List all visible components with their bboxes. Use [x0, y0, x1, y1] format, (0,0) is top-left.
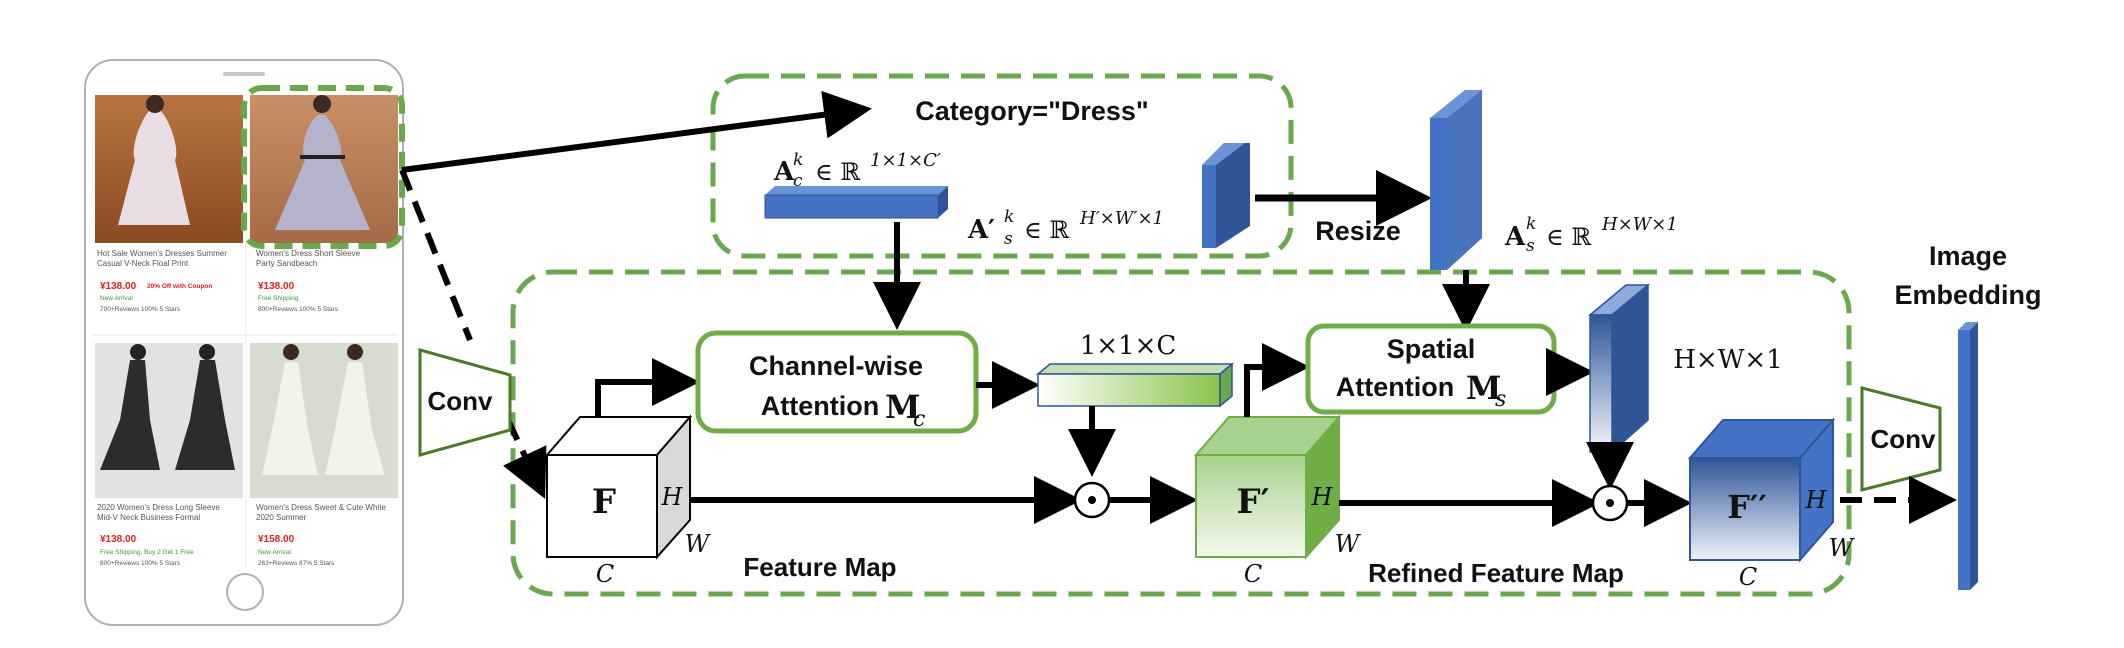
product-title-1b: Casual V-Neck Floal Print — [97, 259, 189, 268]
channel-attention-line2: Attention — [761, 391, 879, 421]
image-embedding-line2: Embedding — [1895, 280, 2042, 310]
as-prime-sup: k — [1004, 207, 1014, 227]
product-price-1: ¥138.00 — [100, 281, 137, 292]
product-stats-3: 800+Reviews 100% 5 Stars — [100, 560, 181, 567]
product-image-1[interactable] — [95, 95, 243, 243]
as-prime-space: ∈ ℝ — [1024, 216, 1070, 244]
product-promo-1: 20% Off with Coupon — [147, 283, 212, 290]
product-title-2a: Women's Dress Short Sleeve — [256, 249, 361, 258]
product-image-4[interactable] — [250, 343, 398, 498]
product-title-4a: Women's Dress Sweet & Cute White — [256, 503, 386, 512]
product-title-3a: 2020 Women's Dress Long Sleeve — [97, 503, 220, 512]
product-tag-2: Free Shipping — [258, 295, 299, 302]
as-symbol: A — [1504, 222, 1526, 252]
cube-F-w: W — [685, 530, 712, 558]
product-title-4b: 2020 Summer — [256, 513, 307, 522]
cube-Fdprime-c: C — [1739, 563, 1757, 591]
feature-cube-F-double-prime — [1687, 417, 1836, 563]
resize-label: Resize — [1315, 216, 1401, 246]
as-prime-symbol: A′ — [967, 215, 995, 245]
channel-attention-vector — [764, 186, 948, 219]
conv-block-left — [418, 348, 512, 457]
category-label: Category="Dress" — [915, 96, 1148, 126]
product-stats-4: 263+Reviews 87% 5 Stars — [258, 560, 335, 567]
product-tag-4: New Arrival — [258, 549, 291, 556]
feature-cube-F-prime — [1193, 414, 1342, 560]
ac-space: ∈ ℝ — [815, 158, 861, 186]
cube-F-h: H — [661, 483, 684, 511]
product-title-3b: Mid-V Neck Business Formal — [97, 513, 200, 522]
spatial-attention-small — [1202, 143, 1250, 248]
cube-Fdprime-h: H — [1805, 486, 1828, 514]
cube-Fprime-c: C — [1244, 560, 1262, 588]
product-image-3[interactable] — [95, 343, 243, 498]
cube-Fdprime-label: F′′ — [1727, 488, 1767, 526]
image-embedding-line1: Image — [1929, 241, 2007, 271]
conv-right-label: Conv — [1871, 424, 1937, 454]
as-space: ∈ ℝ — [1546, 223, 1592, 251]
product-title-2b: Party Sandbeach — [256, 259, 317, 268]
as-sup: k — [1526, 214, 1536, 234]
cube-Fprime-label: F′ — [1236, 482, 1269, 522]
product-tag-3: Free Shipping, Buy 2 Get 1 Free — [100, 549, 194, 556]
spatial-attention-sub: s — [1495, 387, 1506, 412]
channel-weights-bar — [1035, 362, 1235, 408]
arrow-F-to-channel-attention — [595, 358, 700, 417]
dashed-arrow-to-F — [502, 418, 547, 499]
product-stats-2: 800+Reviews 100% 5 Stars — [258, 306, 339, 313]
cube-Fprime-h: H — [1311, 483, 1334, 511]
spatial-attention-line2: Attention — [1336, 372, 1454, 402]
as-prime-sub: s — [1004, 229, 1013, 249]
arrow-Fprime-to-spatial — [1244, 343, 1310, 417]
spatial-weights-slab — [1587, 283, 1651, 454]
dim-channel-label: 1×1×C — [1080, 331, 1177, 361]
conv-left-label: Conv — [428, 386, 494, 416]
ac-symbol: A — [773, 157, 795, 187]
arrow-to-category — [401, 90, 872, 173]
ac-dims: 1×1×C′ — [870, 150, 941, 171]
product-title-1a: Hot Sale Women's Dresses Summer — [97, 249, 227, 258]
ac-sub: c — [793, 171, 803, 191]
product-tag-1: New Arrival — [100, 295, 133, 302]
product-price-4: ¥158.00 — [258, 534, 295, 545]
product-price-2: ¥138.00 — [258, 281, 295, 292]
category-attention-region — [710, 73, 1294, 259]
feature-map-label: Feature Map — [743, 552, 896, 582]
as-prime-dims: H′×W′×1 — [1079, 208, 1164, 229]
product-price-3: ¥138.00 — [100, 534, 137, 545]
channel-attention-line1: Channel-wise — [749, 351, 923, 381]
channel-attention-symbol: M — [885, 388, 920, 426]
product-image-2[interactable] — [250, 95, 398, 243]
image-embedding-vector — [1958, 322, 1978, 590]
spatial-attention-symbol: M — [1466, 369, 1501, 407]
product-stats-1: 700+Reviews 100% 5 Stars — [100, 306, 181, 313]
phone-mockup: Hot Sale Women's Dresses Summer Casual V… — [84, 59, 405, 626]
cube-Fprime-w: W — [1335, 530, 1362, 558]
conv-block-right — [1860, 386, 1942, 492]
cube-F-c: C — [596, 560, 614, 588]
feature-cube-F — [544, 414, 693, 560]
as-dims: H×W×1 — [1601, 214, 1678, 235]
dim-spatial-label: H×W×1 — [1673, 345, 1783, 375]
refined-feature-map-label: Refined Feature Map — [1368, 558, 1624, 588]
as-sub: s — [1526, 236, 1535, 256]
channel-attention-sub: c — [913, 407, 925, 432]
ac-sup: k — [793, 150, 803, 170]
dashed-arrow-to-conv — [399, 168, 473, 342]
spatial-attention-map — [1430, 90, 1482, 270]
cube-F-label: F — [592, 482, 616, 522]
spatial-attention-line1: Spatial — [1387, 334, 1476, 364]
cube-Fdprime-w: W — [1829, 534, 1856, 562]
